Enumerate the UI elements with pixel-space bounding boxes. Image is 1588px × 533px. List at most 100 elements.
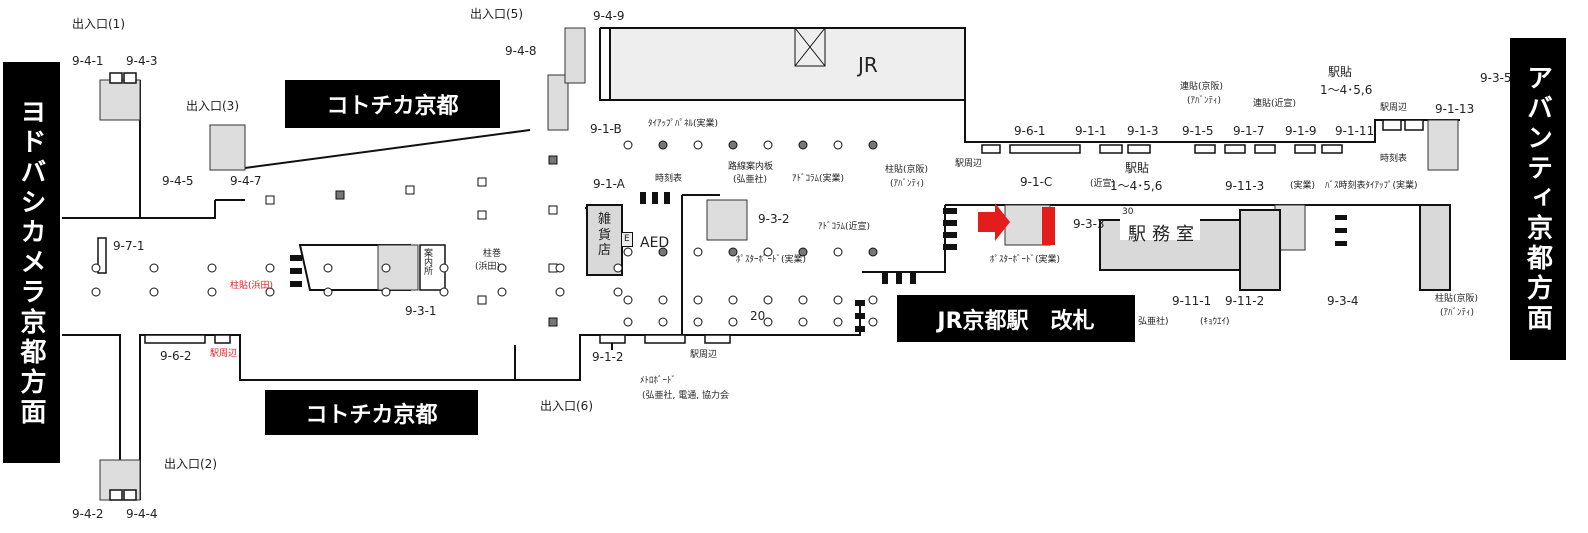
station-office-label: 駅務室 <box>1128 224 1200 245</box>
code-label: 9-4-9 <box>593 9 625 23</box>
exit-1-label: 出入口(1) <box>72 17 125 31</box>
code-label: 9-4-5 <box>162 174 194 188</box>
aed-label: AED <box>640 235 670 251</box>
pillar-icon <box>477 177 487 187</box>
tieup-panel-label: ﾀｲｱｯﾌﾟﾊﾟﾈﾙ(実業) <box>648 119 719 129</box>
pillar-ad-sub: (ｱﾊﾞﾝﾃｨ) <box>1440 308 1475 318</box>
pillar-icon <box>658 295 668 305</box>
area-label: 駅周辺 <box>955 159 983 169</box>
pillar-icon <box>728 247 738 257</box>
pillar-icon <box>623 247 633 257</box>
renpa-sub: (ｱﾊﾞﾝﾃｨ) <box>1187 96 1222 106</box>
pillar-icon <box>548 317 558 327</box>
code-label: 9-1-2 <box>592 350 624 364</box>
code-label: 9-1-9 <box>1285 124 1317 138</box>
metro-board-company: (弘亜社, 電通, 協力会 <box>642 391 729 401</box>
kyoei-label: (ｷｮｳｴｲ) <box>1200 317 1230 327</box>
pillar-wrap-sub: (浜田) <box>475 262 501 272</box>
banner-jr-gate: JR京都駅 改札 <box>897 295 1135 342</box>
pillar-ad-sub: (ｱﾊﾞﾝﾃｨ) <box>890 179 925 189</box>
poster-board-label: ﾎﾟｽﾀｰﾎﾞｰﾄﾞ(実業) <box>990 255 1061 265</box>
pillar-icon <box>207 287 217 297</box>
code-label: 9-1-13 <box>1435 102 1475 116</box>
pillar-icon <box>623 317 633 327</box>
pillar-icon <box>693 295 703 305</box>
shop-label: 雑貨店 <box>598 212 612 259</box>
pillar-icon <box>763 247 773 257</box>
pillar-icon <box>477 210 487 220</box>
banner-kotochika-bottom: コトチカ京都 <box>265 390 478 435</box>
pillar-icon <box>658 317 668 327</box>
pillar-icon <box>265 195 275 205</box>
code-label: 9-3-4 <box>1327 294 1359 308</box>
pillar-icon <box>833 295 843 305</box>
pillar-icon <box>798 295 808 305</box>
pillar-icon <box>833 317 843 327</box>
code-label: 9-11-2 <box>1225 294 1265 308</box>
banner-kotochika-top: コトチカ京都 <box>285 80 500 128</box>
renpa-label: 連貼(近宣) <box>1253 99 1297 109</box>
ekipa-label: 駅貼 <box>1328 65 1353 79</box>
pillar-icon <box>555 287 565 297</box>
exit-2-label: 出入口(2) <box>164 457 217 471</box>
pillar-icon <box>798 140 808 150</box>
pillar-icon <box>265 287 275 297</box>
adcolumn-label: ｱﾄﾞｺﾗﾑ(実業) <box>792 174 845 184</box>
code-label: 9-4-2 <box>72 507 104 521</box>
pillar-icon <box>868 295 878 305</box>
area-label: 駅周辺 <box>690 350 718 360</box>
route-board-company: (弘亜社) <box>733 175 768 185</box>
pillar-wrap-label: 柱巻 <box>483 249 502 259</box>
ekipa-sub: 1〜4･5,6 <box>1320 83 1373 97</box>
exit-6-label: 出入口(6) <box>540 399 593 413</box>
pillar-icon <box>149 287 159 297</box>
pillar-icon <box>555 263 565 273</box>
code-label: 9-6-2 <box>160 349 192 363</box>
exit-3-label: 出入口(3) <box>186 99 239 113</box>
code-label: 9-4-7 <box>230 174 262 188</box>
pillar-icon <box>323 263 333 273</box>
code-label: 9-4-3 <box>126 54 158 68</box>
code-label: 9-3-5 <box>1480 71 1512 85</box>
pillar-icon <box>728 140 738 150</box>
ekipa-sub: 1〜4･5,6 <box>1110 179 1163 193</box>
kinsen-label: (近宣) <box>1090 179 1116 189</box>
pillar-ad-label: 柱貼(京阪) <box>885 165 929 175</box>
code-label: 9-1-3 <box>1127 124 1159 138</box>
pillar-icon <box>405 185 415 195</box>
code-label: 9-3-3 <box>1073 217 1105 231</box>
pillar-icon <box>868 140 878 150</box>
pillar-icon <box>613 287 623 297</box>
code-label: 9-1-5 <box>1182 124 1214 138</box>
pillar-icon <box>497 287 507 297</box>
pillar-icon <box>548 205 558 215</box>
code-label: 9-1-11 <box>1335 124 1375 138</box>
exit-5-label: 出入口(5) <box>470 7 523 21</box>
pillar-icon <box>728 295 738 305</box>
pillar-ad-label: 柱貼(京阪) <box>1435 294 1479 304</box>
kouasha-label: 弘亜社) <box>1138 317 1169 327</box>
code-label: 9-4-4 <box>126 507 158 521</box>
info-desk-label: 案内所 <box>424 249 434 277</box>
pillar-icon <box>763 317 773 327</box>
area-label: 駅周辺 <box>1380 103 1408 113</box>
pillar-icon <box>693 317 703 327</box>
pillar-icon <box>833 247 843 257</box>
pillar-icon <box>763 295 773 305</box>
area-label-red: 駅周辺 <box>210 349 238 359</box>
pillar-icon <box>693 247 703 257</box>
pillar-icon <box>613 263 623 273</box>
pillar-icon <box>207 263 217 273</box>
pillar-icon <box>323 287 333 297</box>
pillar-icon <box>439 287 449 297</box>
code-label: 9-1-B <box>590 122 622 136</box>
pillar-icon <box>658 247 668 257</box>
pillar-icon <box>623 140 633 150</box>
poster-board-label: ﾎﾟｽﾀｰﾎﾞｰﾄﾞ(実業) <box>736 255 807 265</box>
banner-yodobashi-direction: ヨドバシカメラ京都方面 <box>3 62 60 463</box>
pillar-hamada-label: 柱貼(浜田) <box>230 281 274 291</box>
code-label: 9-4-1 <box>72 54 104 68</box>
code-label: 9-7-1 <box>113 239 145 253</box>
